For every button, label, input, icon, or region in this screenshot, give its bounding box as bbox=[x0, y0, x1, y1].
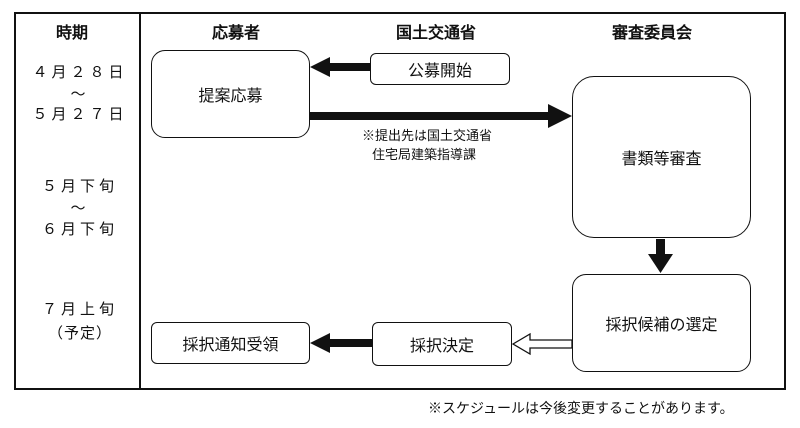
mlit-header: 国土交通省 bbox=[396, 23, 477, 42]
period-2-tilde: ～ bbox=[70, 199, 90, 217]
submission-note-line1: ※提出先は国土交通省 bbox=[362, 129, 493, 144]
schedule-change-note: ※スケジュールは今後変更することがあります。 bbox=[428, 401, 734, 417]
period-2-start: ５月下旬 bbox=[41, 177, 118, 195]
arrow-review-to-selection bbox=[648, 239, 673, 273]
period-1-end: ５月２７日 bbox=[32, 105, 128, 123]
document-review-label: 書類等審査 bbox=[621, 149, 702, 168]
applicant-header: 応募者 bbox=[212, 23, 261, 42]
adoption-decision-label: 採択決定 bbox=[409, 336, 474, 355]
arrow-decision-to-notice bbox=[310, 333, 372, 353]
period-column-divider bbox=[139, 12, 141, 390]
submission-note-line2: 住宅局建築指導課 bbox=[372, 148, 477, 163]
arrow-recruitment-to-proposal bbox=[310, 57, 370, 77]
adoption-notice-label: 採択通知受領 bbox=[182, 335, 279, 354]
period-3-note: （予定） bbox=[47, 324, 112, 342]
adoption-notice-box: 採択通知受領 bbox=[151, 322, 310, 364]
schedule-frame bbox=[14, 12, 786, 390]
proposal-application-label: 提案応募 bbox=[198, 86, 263, 105]
period-2-end: ６月下旬 bbox=[41, 220, 118, 238]
candidate-selection-label: 採択候補の選定 bbox=[605, 315, 718, 334]
recruitment-start-box: 公募開始 bbox=[370, 53, 510, 85]
arrow-selection-to-decision bbox=[511, 332, 573, 356]
period-1-start: ４月２８日 bbox=[32, 63, 128, 81]
adoption-decision-box: 採択決定 bbox=[372, 322, 512, 366]
period-3: ７月上旬 bbox=[41, 300, 118, 318]
period-1-tilde: ～ bbox=[70, 85, 90, 103]
arrow-proposal-to-review bbox=[310, 104, 572, 128]
period-header: 時期 bbox=[56, 23, 89, 42]
recruitment-start-label: 公募開始 bbox=[407, 61, 472, 80]
proposal-application-box: 提案応募 bbox=[151, 50, 310, 138]
document-review-box: 書類等審査 bbox=[572, 76, 751, 238]
committee-header: 審査委員会 bbox=[612, 23, 693, 42]
candidate-selection-box: 採択候補の選定 bbox=[572, 274, 751, 372]
